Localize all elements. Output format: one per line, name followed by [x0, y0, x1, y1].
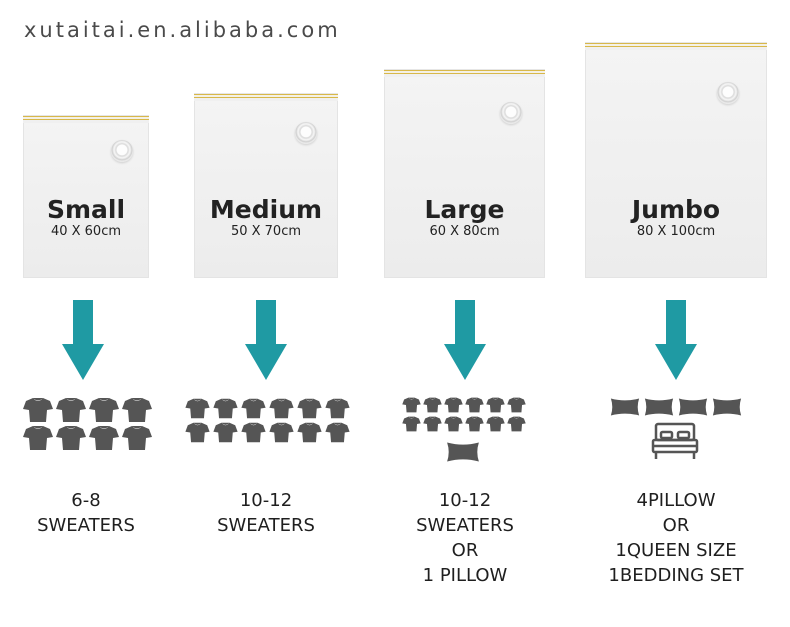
- bag-size-name: Small: [46, 195, 126, 224]
- sweater-icon: [486, 397, 505, 413]
- arrow-down-icon: [655, 300, 697, 380]
- capacity-caption-small: 6-8 SWEATERS: [37, 490, 135, 536]
- sweater-group-small: [23, 397, 152, 451]
- sweater-icon: [122, 425, 152, 451]
- sweater-group-medium: [185, 398, 350, 443]
- pillow-icon: [609, 396, 641, 418]
- sweater-icon: [213, 422, 238, 443]
- pillow-icon: [445, 440, 481, 464]
- valve-icon: [717, 82, 739, 104]
- zipper: [585, 42, 767, 50]
- sweater-icon: [465, 416, 484, 432]
- sweater-icon: [89, 397, 119, 423]
- pillow-icon: [643, 396, 675, 418]
- arrow-down-icon: [62, 300, 104, 380]
- bag-size-name: Medium: [209, 195, 323, 224]
- sweater-icon: [297, 398, 322, 419]
- sweater-icon: [423, 397, 442, 413]
- sweater-icon: [444, 397, 463, 413]
- sweater-icon: [122, 397, 152, 423]
- capacity-caption-medium: 10-12 SWEATERS: [217, 490, 315, 536]
- bag-large: Large 60 X 80cm: [384, 69, 545, 278]
- sweater-icon: [402, 416, 421, 432]
- sweater-icon: [465, 397, 484, 413]
- zipper: [23, 115, 149, 123]
- sweater-icon: [325, 422, 350, 443]
- sweater-icon: [185, 398, 210, 419]
- bag-size-name: Jumbo: [631, 195, 721, 224]
- sweater-icon: [185, 422, 210, 443]
- zipper: [194, 93, 338, 101]
- bag-dimensions: 80 X 100cm: [636, 224, 716, 239]
- pillow-bed-group-jumbo: [609, 396, 743, 460]
- sweater-icon: [241, 422, 266, 443]
- sweater-icon: [507, 397, 526, 413]
- bag-dimensions: 60 X 80cm: [429, 224, 500, 239]
- sweater-icon: [213, 398, 238, 419]
- capacity-caption-large: 10-12 SWEATERS OR 1 PILLOW: [416, 490, 514, 586]
- arrow-down-icon: [245, 300, 287, 380]
- sweater-icon: [402, 397, 421, 413]
- bag-size-name: Large: [424, 195, 505, 224]
- sweater-icon: [444, 416, 463, 432]
- valve-icon: [500, 102, 522, 124]
- sweater-icon: [56, 397, 86, 423]
- bag-jumbo: Jumbo 80 X 100cm: [585, 42, 767, 278]
- sweater-icon: [269, 398, 294, 419]
- sweater-icon: [89, 425, 119, 451]
- sweater-icon: [269, 422, 294, 443]
- pillow-icon: [711, 396, 743, 418]
- sweater-icon: [297, 422, 322, 443]
- sweater-icon: [507, 416, 526, 432]
- pillow-icon: [677, 396, 709, 418]
- sweater-icon: [23, 425, 53, 451]
- zipper: [384, 69, 545, 77]
- bed-icon: [651, 422, 699, 459]
- arrow-down-icon: [444, 300, 486, 380]
- valve-icon: [111, 140, 133, 162]
- valve-icon: [295, 122, 317, 144]
- sweater-icon: [486, 416, 505, 432]
- bag-medium: Medium 50 X 70cm: [194, 93, 338, 278]
- bag-dimensions: 40 X 60cm: [50, 224, 122, 239]
- capacity-caption-jumbo: 4PILLOW OR 1QUEEN SIZE 1BEDDING SET: [608, 490, 744, 586]
- bag-small: Small 40 X 60cm: [23, 115, 149, 278]
- sweater-pillow-group-large: [402, 397, 528, 464]
- sweater-icon: [56, 425, 86, 451]
- sweater-icon: [325, 398, 350, 419]
- sweater-icon: [241, 398, 266, 419]
- watermark: xutaitai.en.alibaba.com: [24, 18, 341, 42]
- sweater-icon: [23, 397, 53, 423]
- bag-dimensions: 50 X 70cm: [230, 224, 302, 239]
- sweater-icon: [423, 416, 442, 432]
